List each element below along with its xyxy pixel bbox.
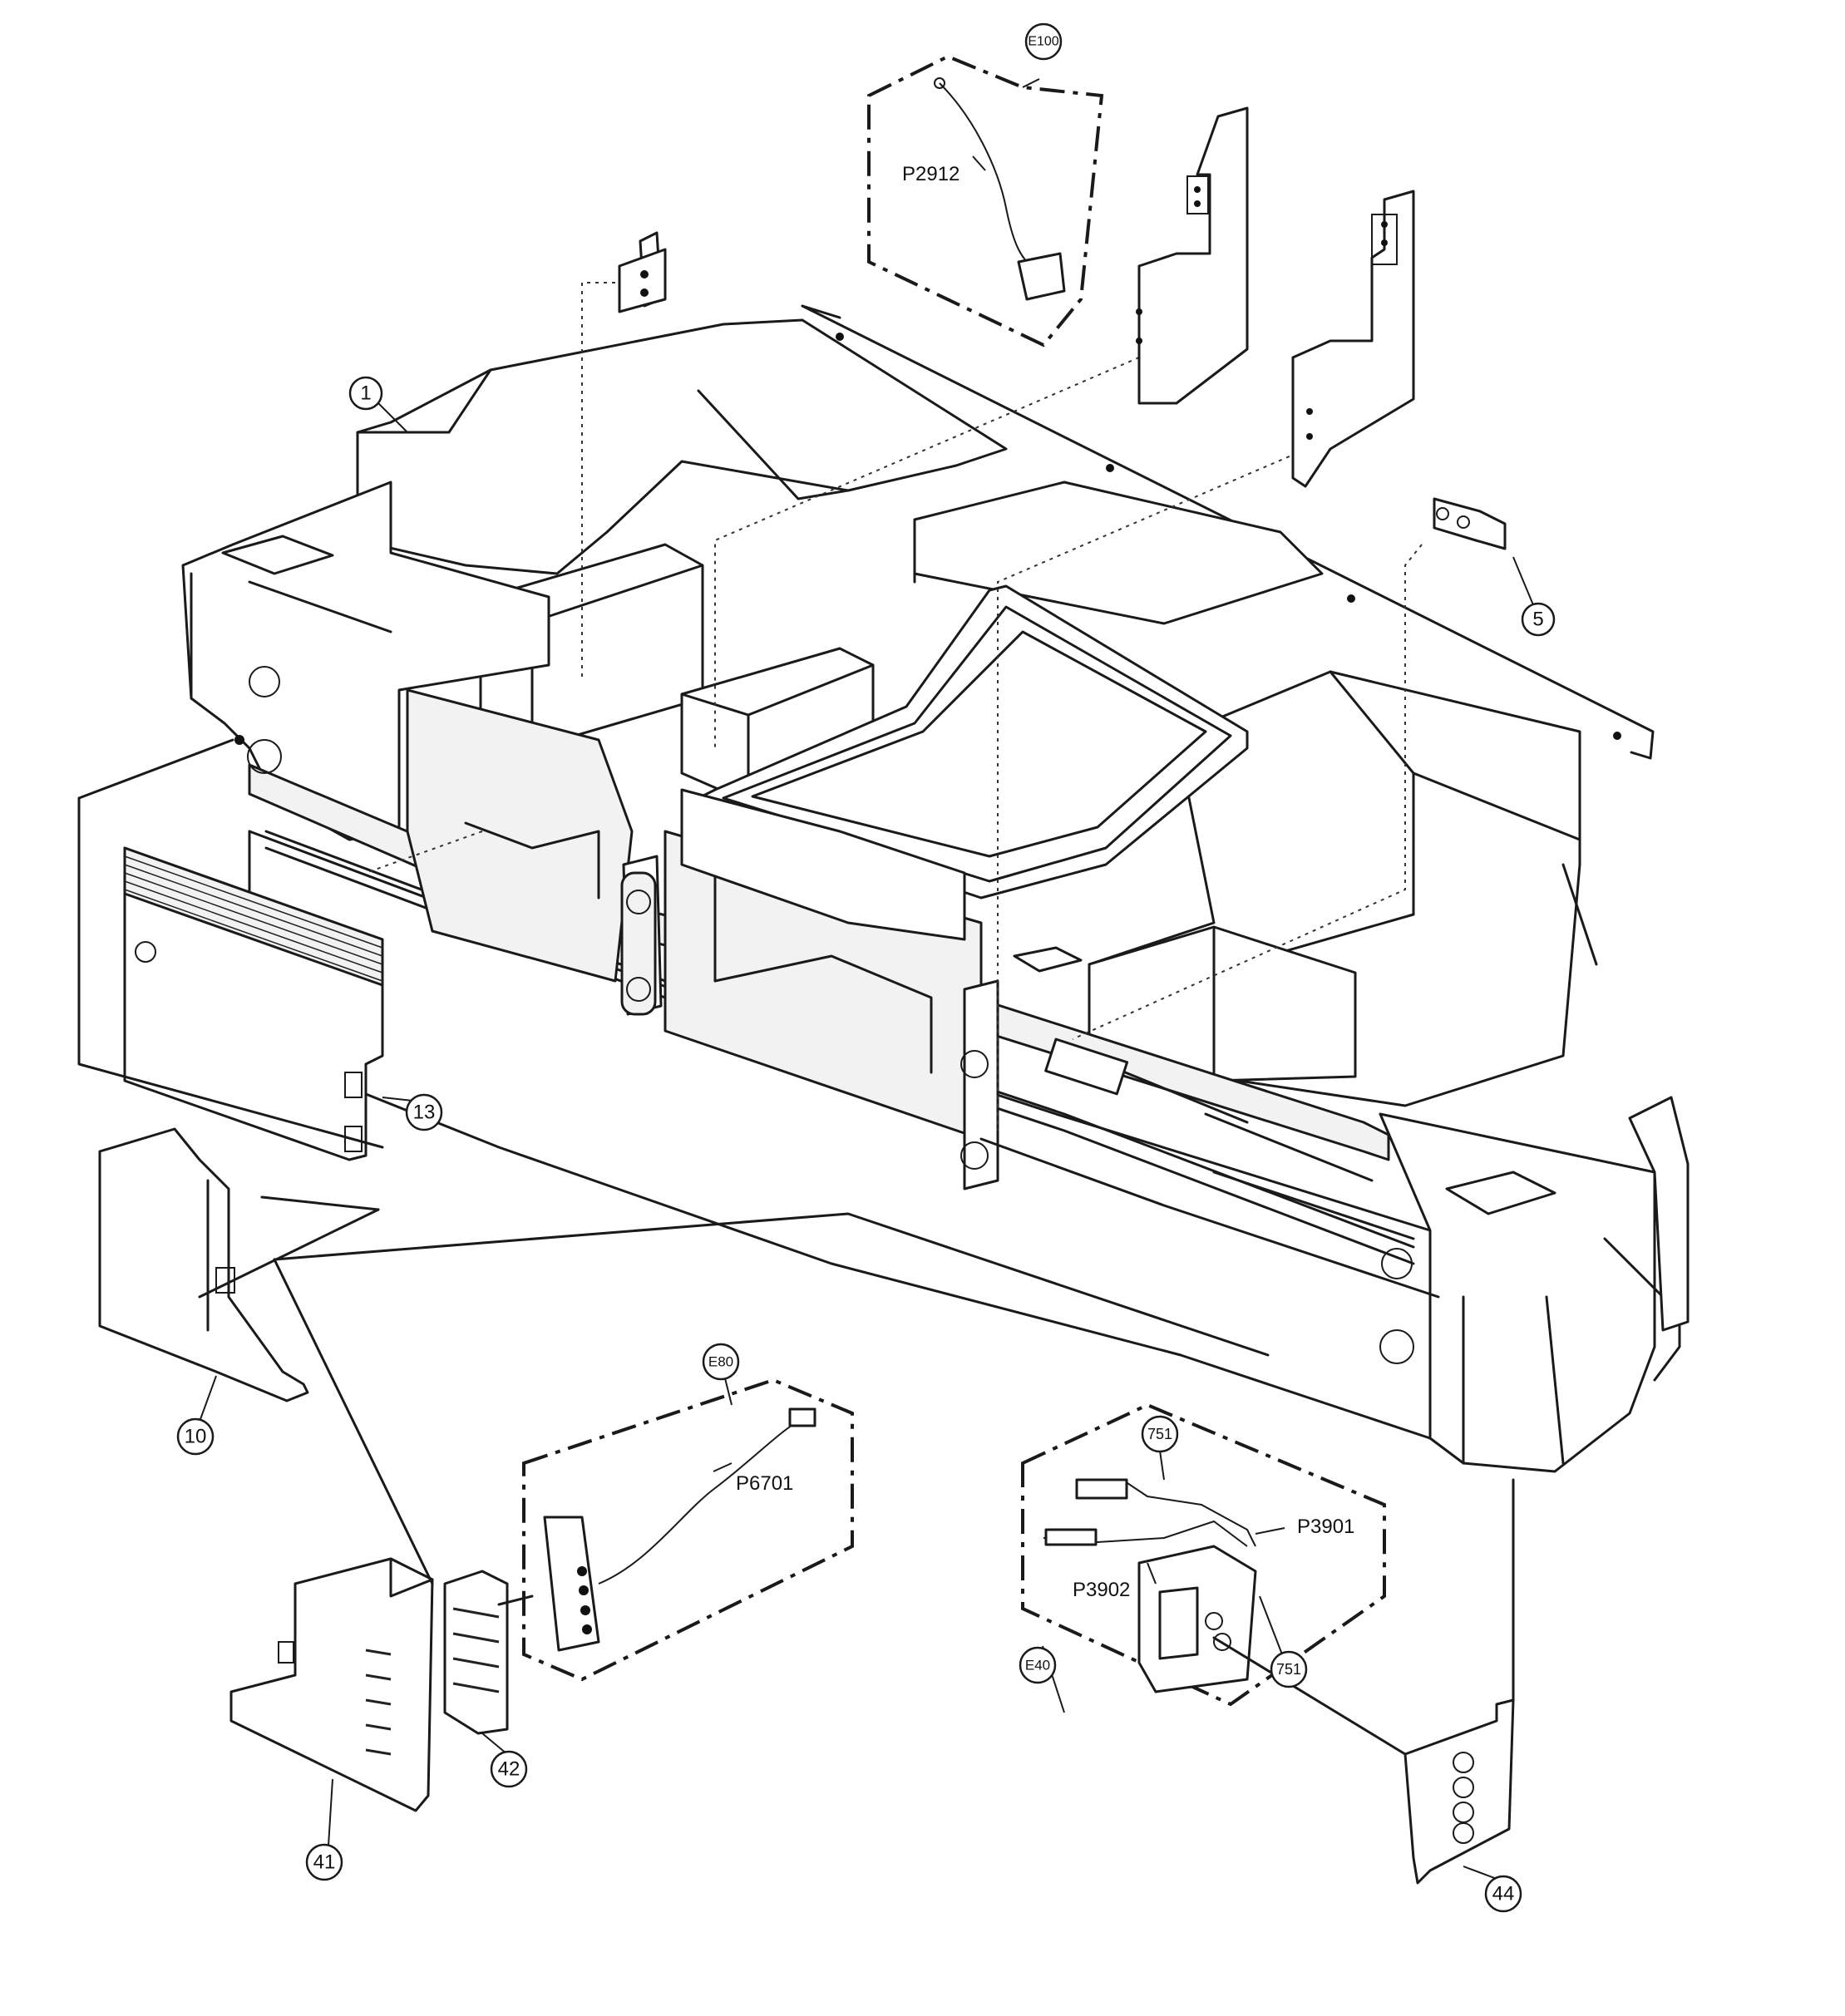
svg-text:44: 44 <box>1492 1883 1515 1905</box>
bracket-tall-right <box>1136 106 1249 405</box>
svg-text:41: 41 <box>313 1851 336 1874</box>
svg-text:10: 10 <box>185 1426 207 1448</box>
svg-text:42: 42 <box>498 1758 520 1781</box>
label-p6701: P6701 <box>736 1472 793 1495</box>
callout-42: 42 <box>490 1750 528 1788</box>
svg-text:13: 13 <box>413 1102 436 1124</box>
callout-13: 13 <box>405 1093 443 1131</box>
callout-751-top: 751 <box>1141 1415 1179 1453</box>
e100-assembly <box>867 54 1104 348</box>
svg-text:751: 751 <box>1147 1426 1172 1442</box>
callout-10: 10 <box>176 1417 215 1456</box>
svg-text:751: 751 <box>1276 1661 1301 1678</box>
svg-text:E100: E100 <box>1028 35 1058 49</box>
e40-assembly <box>1021 1402 1407 1756</box>
jack-bracket-42 <box>443 1570 509 1735</box>
bracket-small-top <box>618 231 667 313</box>
side-panel-41 <box>229 1557 434 1812</box>
callout-751-bottom: 751 <box>1270 1650 1308 1688</box>
front-grille-13 <box>77 738 384 1161</box>
label-p2912: P2912 <box>902 163 959 185</box>
callout-5: 5 <box>1521 602 1556 637</box>
callout-44: 44 <box>1484 1875 1522 1913</box>
label-p3901: P3901 <box>1297 1516 1354 1538</box>
side-panel-10 <box>98 1127 380 1402</box>
cabinet-frame <box>181 304 1690 1473</box>
callout-1: 1 <box>348 376 383 411</box>
bracket-5 <box>1433 497 1507 550</box>
bracket-tall-far-right <box>1291 190 1415 488</box>
callout-e80: E80 <box>702 1343 740 1381</box>
svg-text:E80: E80 <box>708 1354 733 1370</box>
svg-text:E40: E40 <box>1025 1658 1050 1673</box>
svg-text:1: 1 <box>360 382 371 405</box>
label-p3902: P3902 <box>1073 1579 1130 1601</box>
callout-e40: E40 <box>1019 1646 1057 1684</box>
callout-e100: E100 <box>1024 22 1063 61</box>
jack-bracket-44 <box>1403 1478 1515 1885</box>
e80-assembly <box>273 1212 1270 1682</box>
callout-41: 41 <box>305 1843 343 1881</box>
svg-text:5: 5 <box>1532 609 1543 631</box>
